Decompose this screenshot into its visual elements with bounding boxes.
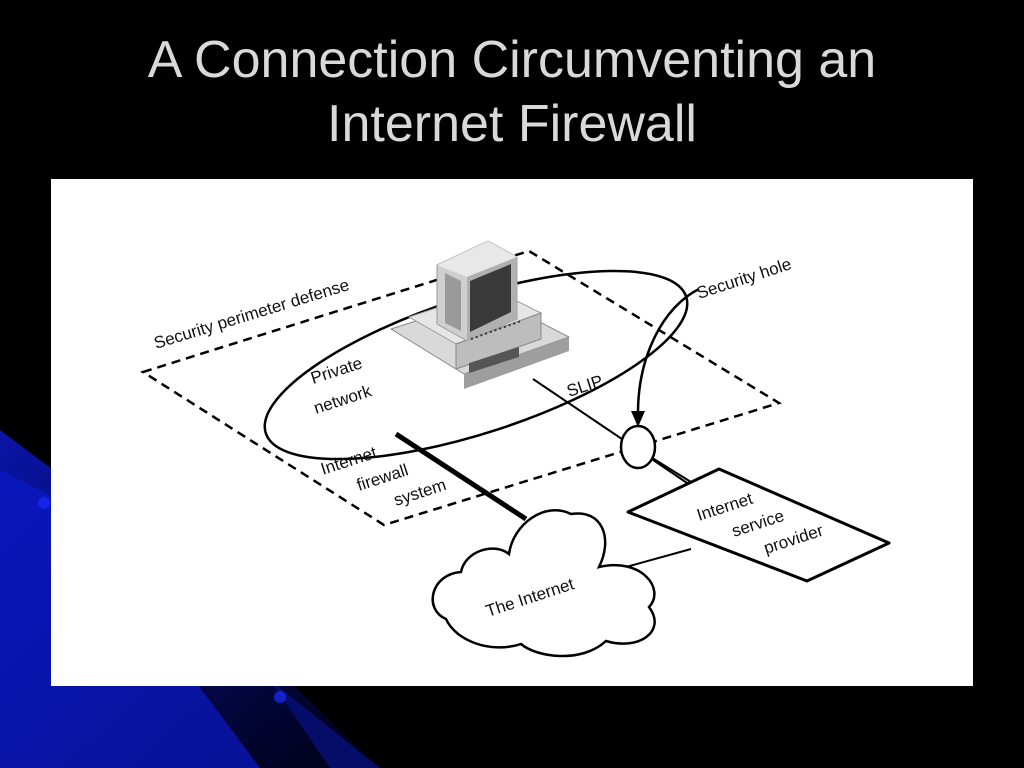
security-hole-arrow <box>636 287 700 418</box>
security-hole-arrowhead <box>631 411 645 427</box>
internet-cloud <box>431 509 656 658</box>
title-line-2: Internet Firewall <box>327 95 697 153</box>
slip-connection-line <box>532 378 697 490</box>
computer-icon <box>389 240 571 389</box>
title-line-1: A Connection Circumventing an <box>147 31 877 89</box>
label-security-perimeter: Security perimeter defense <box>152 275 352 353</box>
slide-title: A Connection Circumventing an Internet F… <box>0 28 1024 156</box>
label-private-network-2: network <box>311 381 374 418</box>
isp-to-internet-line <box>625 548 692 568</box>
security-hole-circle <box>619 424 657 470</box>
label-security-hole: Security hole <box>694 254 793 302</box>
isp-box <box>626 467 891 583</box>
diagram-panel: Security perimeter defense Private netwo… <box>51 179 973 686</box>
security-perimeter-boundary <box>140 249 783 527</box>
label-slip: SLIP <box>564 371 605 400</box>
label-private-network-1: Private <box>308 353 364 387</box>
firewall-system-line <box>394 431 528 522</box>
firewall-diagram: Security perimeter defense Private netwo… <box>140 240 891 658</box>
